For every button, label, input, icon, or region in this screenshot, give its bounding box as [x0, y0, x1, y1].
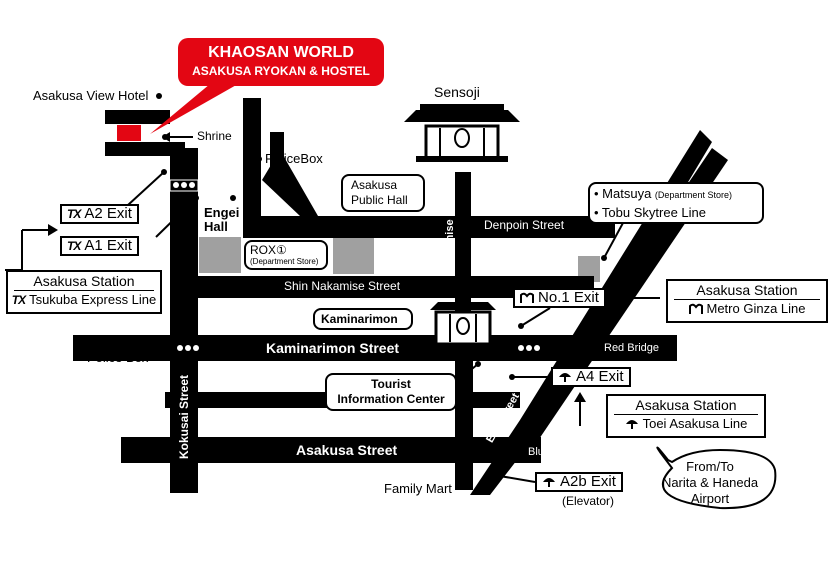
a2-exit-label: A2 Exit	[84, 205, 132, 222]
matsuya-name: • Matsuya	[594, 186, 652, 201]
toei-icon	[559, 373, 571, 382]
kokusai-road	[170, 148, 198, 493]
upper-left-road-2	[105, 142, 185, 156]
asakusa-view-hotel-label: Asakusa View Hotel	[33, 88, 149, 103]
lower-vert-road	[455, 360, 473, 490]
rox-label: ROX①	[250, 243, 287, 257]
airport-label: From/To Narita & Haneda Airport	[661, 459, 759, 506]
metro-station-line-row: Metro Ginza Line	[668, 300, 826, 318]
no1-exit-label: No.1 Exit	[538, 289, 599, 306]
toei-icon	[543, 478, 555, 487]
rox-label-box: ROX① (Department Store)	[244, 240, 328, 270]
a2b-exit-label: A2b Exit	[560, 473, 616, 490]
hostel-marker	[117, 125, 141, 141]
police-box-left-label: Police Box	[87, 350, 149, 365]
toei-icon	[625, 420, 638, 429]
airport-bubble	[656, 446, 777, 510]
denpoin-street-label: Denpoin Street	[484, 218, 565, 232]
shin-nakamise-street-label: Shin Nakamise Street	[284, 279, 401, 293]
toei-station-line-row: Toei Asakusa Line	[608, 415, 764, 433]
a2b-exit: A2b Exit	[535, 472, 623, 492]
kaminarimon-box: Kaminarimon	[313, 308, 413, 330]
public-hall-label: Asakusa Public Hall	[351, 178, 408, 207]
matsuya-building	[578, 256, 600, 282]
a4-exit-label: A4 Exit	[576, 368, 624, 385]
kaminarimon-street-label: Kaminarimon Street	[266, 340, 400, 356]
station-dots	[169, 179, 540, 351]
toei-station-name: Asakusa Station	[614, 396, 758, 415]
matsuya-sub: (Department Store)	[654, 190, 732, 200]
engei-hall-label: Engei Hall	[204, 205, 240, 234]
no1-exit: No.1 Exit	[513, 288, 606, 308]
callout-title: KHAOSAN WORLD	[208, 44, 354, 61]
red-bridge-label: Red Bridge	[604, 342, 660, 354]
tx-line-label: Tsukuba Express Line	[29, 292, 157, 307]
kaminarimon-label: Kaminarimon	[321, 312, 398, 326]
a4-exit: A4 Exit	[551, 367, 631, 387]
toei-line-label: Toei Asakusa Line	[642, 416, 748, 431]
kaminarimon-gate-icon	[430, 302, 496, 346]
sensoji-temple-icon	[404, 104, 520, 162]
blue-bridge-label: Blue Bridge	[528, 446, 585, 458]
nakamise-street-label: Nakamise Street	[444, 185, 456, 271]
metro-icon	[520, 292, 534, 303]
tx-logo-icon: TX	[67, 207, 81, 221]
public-hall-building	[333, 238, 374, 274]
matsuya-box: • Matsuya (Department Store) • Tobu Skyt…	[588, 182, 764, 224]
shrine-label: Shrine	[197, 129, 232, 143]
metro-station-box: Asakusa Station Metro Ginza Line	[666, 279, 828, 323]
denpoin-road	[243, 216, 615, 238]
callout-box	[178, 38, 384, 86]
tourist-info-box: Tourist Information Center	[325, 373, 457, 411]
metro-icon	[688, 303, 703, 314]
matsuya-label: • Matsuya (Department Store)	[594, 186, 732, 201]
tx-logo-icon: TX	[11, 293, 26, 307]
shin-nakamise-road	[172, 276, 594, 298]
ward-road-left	[243, 98, 261, 228]
nakamise-road	[455, 172, 471, 344]
metro-line-label: Metro Ginza Line	[706, 301, 806, 316]
a1-exit-label: A1 Exit	[84, 237, 132, 254]
sensoji-label: Sensoji	[434, 84, 480, 100]
a2b-sub-label: (Elevator)	[562, 494, 615, 508]
asakusa-street-label: Asakusa Street	[296, 442, 398, 458]
tx-logo-icon: TX	[67, 239, 81, 253]
callout-pointer	[150, 84, 238, 134]
public-hall-box: Asakusa Public Hall	[341, 174, 425, 212]
police-box-top-label: PoliceBox	[265, 151, 323, 166]
rox-sub-label: (Department Store)	[250, 257, 319, 266]
toei-station-box: Asakusa Station Toei Asakusa Line	[606, 394, 766, 438]
metro-station-name: Asakusa Station	[674, 281, 820, 300]
callout-subtitle: ASAKUSA RYOKAN & HOSTEL	[192, 64, 370, 78]
tx-station-name: Asakusa Station	[14, 272, 154, 291]
tourist-info-label: Tourist Information Center	[337, 377, 445, 406]
tobu-label: • Tobu Skytree Line	[594, 205, 706, 220]
rox-building	[199, 237, 241, 273]
arrowheads	[48, 132, 628, 402]
family-mart-label: Family Mart	[384, 481, 452, 496]
kokusai-street-label: Kokusai Street	[177, 374, 191, 460]
upper-left-road	[105, 110, 170, 124]
police-diagonal	[262, 150, 318, 216]
